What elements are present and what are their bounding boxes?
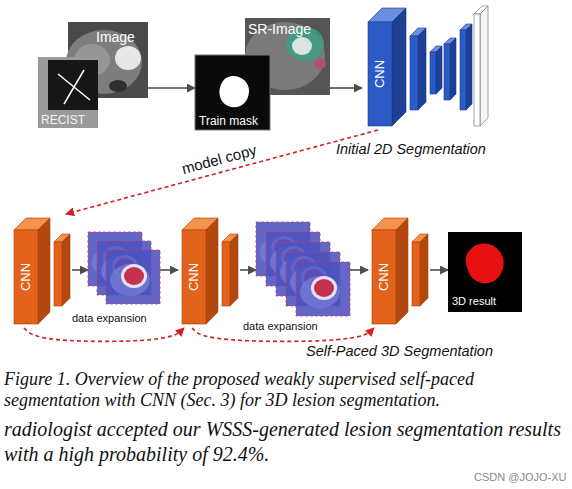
ct-image bbox=[115, 46, 141, 70]
sr-image bbox=[314, 59, 326, 69]
stage-label: Self-Paced 3D Segmentation bbox=[306, 343, 493, 359]
cnn-block: CNN bbox=[178, 214, 240, 328]
train-mask-image bbox=[195, 55, 270, 130]
slice-stack bbox=[256, 222, 350, 316]
blue-cnn-blocks bbox=[392, 8, 406, 126]
cnn-block: CNN bbox=[10, 214, 72, 328]
flow-arrow bbox=[350, 269, 368, 271]
dashed-arrow bbox=[24, 328, 184, 341]
flow-arrow bbox=[240, 269, 256, 271]
patch-label: SR-Image bbox=[248, 22, 311, 37]
orange-cnn-blocks bbox=[14, 218, 70, 324]
recist-image bbox=[48, 60, 98, 110]
train-mask-image bbox=[195, 55, 270, 130]
sr-image-patch: SR-Image bbox=[245, 18, 330, 95]
blue-cnn-blocks bbox=[436, 46, 442, 94]
slice-stack bbox=[88, 232, 160, 304]
stack-label: data expansion bbox=[243, 320, 318, 332]
watermark: CSDN @JOJO-XU bbox=[474, 471, 566, 483]
cnn-label: CNN bbox=[373, 60, 387, 88]
blue-cnn-blocks bbox=[368, 22, 392, 126]
cnn-block: CNN bbox=[362, 4, 490, 130]
image-patch: Image bbox=[68, 22, 148, 98]
result-image bbox=[466, 243, 504, 283]
flow-arrow bbox=[72, 269, 88, 271]
blue-cnn-blocks bbox=[368, 6, 488, 126]
flow-arrow bbox=[160, 269, 178, 271]
sr-image bbox=[292, 37, 312, 55]
patch-label: Train mask bbox=[199, 115, 258, 128]
recist-patch: RECIST bbox=[38, 57, 98, 128]
flow-arrow bbox=[148, 87, 195, 89]
blue-cnn-blocks bbox=[410, 36, 418, 110]
cnn-label: CNN bbox=[187, 263, 201, 291]
patch-label: 3D result bbox=[452, 295, 496, 307]
result-image: 3D result bbox=[448, 232, 522, 312]
flow-arrow bbox=[330, 87, 362, 89]
result-image bbox=[448, 232, 522, 312]
cnn-block: CNN bbox=[368, 214, 430, 328]
dashed-arrow bbox=[66, 130, 378, 214]
blue-cnn-blocks bbox=[444, 44, 450, 100]
cnn-label: CNN bbox=[377, 263, 391, 291]
blue-cnn-blocks bbox=[430, 52, 436, 94]
stack-label: data expansion bbox=[72, 312, 147, 324]
recist-image bbox=[38, 57, 98, 128]
ct-image bbox=[109, 80, 127, 92]
recist-image bbox=[38, 57, 98, 128]
mask-patch: Train mask bbox=[195, 55, 270, 130]
stage-label: Initial 2D Segmentation bbox=[336, 141, 486, 157]
blue-cnn-blocks bbox=[460, 30, 466, 110]
edge-label: model copy bbox=[179, 141, 258, 177]
blue-cnn-blocks bbox=[450, 38, 456, 100]
slice-stack bbox=[296, 262, 350, 316]
figure-caption: Figure 1. Overview of the proposed weakl… bbox=[4, 369, 516, 411]
blue-cnn-blocks bbox=[466, 24, 472, 110]
slice-stack: data expansion bbox=[256, 222, 350, 316]
orange-cnn-blocks bbox=[182, 218, 238, 324]
patch-label: Image bbox=[96, 30, 135, 45]
patch-label: RECIST bbox=[41, 114, 85, 127]
slice-stack bbox=[106, 250, 160, 304]
flow-arrow bbox=[430, 269, 448, 271]
blue-cnn-blocks bbox=[418, 28, 426, 110]
orange-cnn-blocks bbox=[372, 218, 428, 324]
result-image bbox=[448, 232, 522, 312]
blue-cnn-blocks bbox=[474, 14, 480, 126]
blue-cnn-blocks bbox=[480, 6, 488, 126]
body-text: radiologist accepted our WSSS-generated … bbox=[4, 417, 568, 467]
slice-stack: data expansion bbox=[88, 232, 160, 304]
train-mask-image bbox=[219, 76, 249, 107]
recist-image bbox=[64, 70, 84, 104]
cnn-label: CNN bbox=[19, 263, 33, 291]
